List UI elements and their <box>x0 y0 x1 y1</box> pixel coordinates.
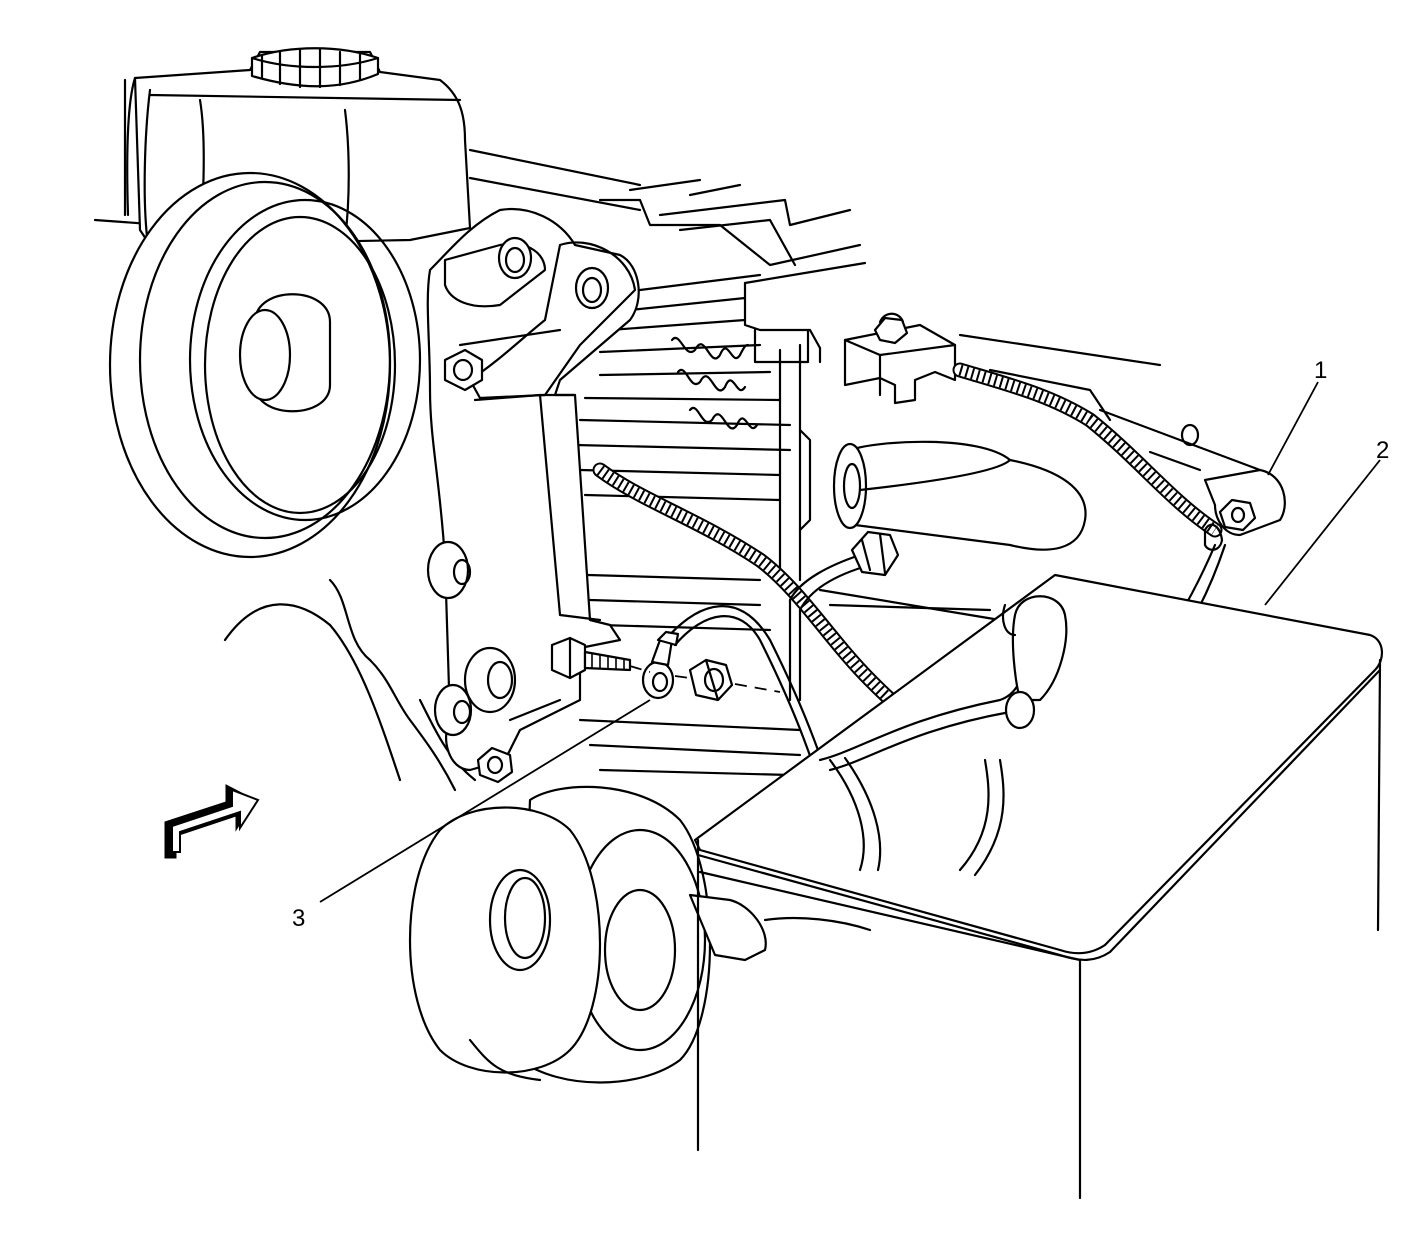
mounting-bracket <box>426 207 640 784</box>
wiring-harness <box>592 362 1223 728</box>
hose-fitting <box>850 530 900 577</box>
lower-pulleys <box>408 785 872 1084</box>
battery <box>693 573 1383 1200</box>
harness-clamp <box>843 312 957 405</box>
callout-leaders <box>319 381 1381 903</box>
callout-3: 3 <box>292 905 305 932</box>
view-direction-arrow-icon <box>164 784 260 859</box>
ground-terminal <box>1203 468 1286 551</box>
wave-marks <box>670 336 759 430</box>
callout-1: 1 <box>1314 357 1327 384</box>
ground-fasteners <box>550 630 781 702</box>
engine-block <box>93 148 1262 792</box>
power-steering-pulley <box>108 171 422 559</box>
callout-2: 2 <box>1376 437 1389 464</box>
intake-tube <box>832 440 1087 551</box>
